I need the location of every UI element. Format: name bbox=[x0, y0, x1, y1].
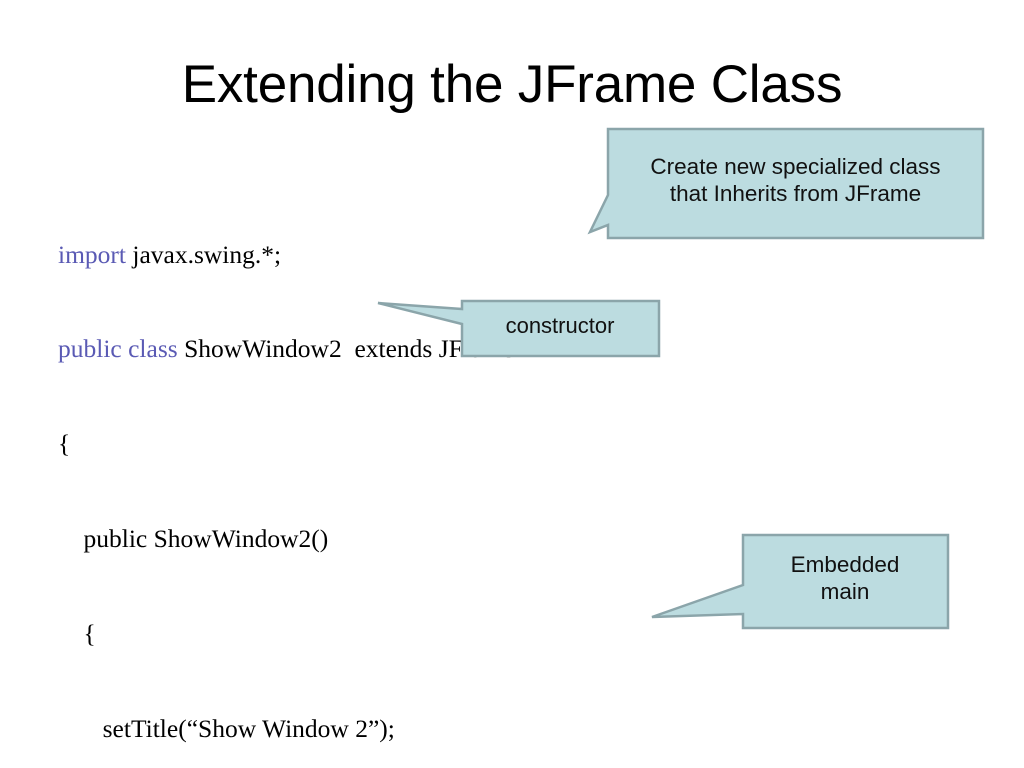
code-line: public ShowWindow2() bbox=[58, 521, 878, 556]
callout-bubble-shape bbox=[377, 299, 661, 358]
callout-constructor: constructor bbox=[374, 298, 662, 360]
code-text: public ShowWindow2() bbox=[58, 524, 329, 553]
code-text: { bbox=[58, 619, 96, 648]
page-title: Extending the JFrame Class bbox=[181, 55, 843, 114]
code-line: setTitle(“Show Window 2”); bbox=[58, 711, 878, 746]
code-line: import javax.swing.*; bbox=[58, 238, 878, 272]
code-text: { bbox=[58, 429, 71, 458]
code-line: { bbox=[58, 426, 878, 461]
callout-bubble-shape bbox=[651, 533, 950, 630]
code-text: javax.swing.*; bbox=[126, 240, 282, 269]
callout-bubble-shape bbox=[587, 127, 985, 240]
callout-embedded-main: Embedded main bbox=[648, 532, 952, 632]
callout-embedded-label: Embedded main bbox=[790, 552, 900, 605]
code-keyword: public class bbox=[58, 334, 178, 363]
callout-inherit-label: Create new specialized class that Inheri… bbox=[650, 154, 941, 207]
code-line: { bbox=[58, 616, 878, 651]
callout-constructor-label: constructor bbox=[505, 313, 615, 338]
code-text: setTitle(“Show Window 2”); bbox=[58, 714, 395, 743]
code-block: import javax.swing.*; public class ShowW… bbox=[58, 178, 878, 768]
callout-inherit-from-jframe: Create new specialized class that Inheri… bbox=[580, 126, 986, 242]
code-keyword: import bbox=[58, 240, 126, 269]
